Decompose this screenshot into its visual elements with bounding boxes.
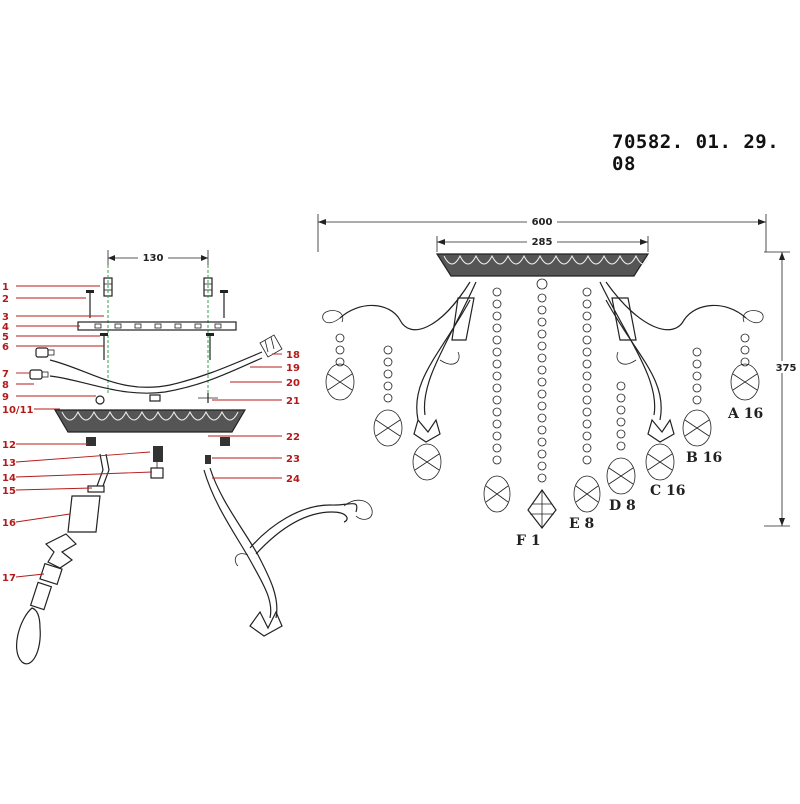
dimension-600: 600 (532, 217, 553, 228)
part-label-23: 23 (286, 454, 300, 465)
mount-spacing-dimension: 130 (107, 250, 209, 266)
strand-e-right (573, 287, 601, 513)
part-label-6: 6 (2, 342, 9, 353)
crystal-label-a: A 16 (727, 406, 763, 422)
wall-anchors (103, 277, 213, 297)
part-label-16: 16 (2, 518, 16, 529)
mounting-bar (77, 321, 237, 331)
callout-leaders (15, 285, 282, 578)
total-width-dimension: 600 (317, 214, 767, 252)
dimension-375: 375 (776, 363, 797, 374)
crystal-label-f: F 1 (516, 533, 541, 549)
strand-a-left (325, 333, 355, 401)
crystal-label-b: B 16 (686, 450, 722, 466)
height-dimension: 375 (764, 251, 798, 527)
canopy-base (435, 253, 650, 277)
part-label-7: 7 (2, 369, 9, 380)
exploded-view: 130 (2, 250, 373, 665)
part-label-19: 19 (286, 363, 300, 374)
strand-c-left (412, 443, 442, 481)
part-label-8: 8 (2, 380, 9, 391)
wire-connectors (29, 347, 55, 380)
canopy-base-exploded (53, 409, 247, 446)
part-label-20: 20 (286, 378, 300, 389)
strand-d-left (483, 287, 511, 513)
part-label-4: 4 (2, 322, 9, 333)
wiring (49, 334, 283, 394)
strand-b-left (373, 345, 403, 447)
part-label-15: 15 (2, 486, 16, 497)
strand-d-right (606, 381, 636, 495)
crystal-label-c: C 16 (650, 483, 686, 499)
right-arm (599, 281, 764, 443)
canopy-width-dimension: 285 (436, 235, 649, 252)
part-label-24: 24 (286, 474, 300, 485)
part-label-2: 2 (2, 294, 9, 305)
model-number: 70582. 01. 29. 08 (612, 131, 780, 175)
part-label-3: 3 (2, 312, 9, 323)
part-label-5: 5 (2, 332, 9, 343)
strand-f-center (527, 278, 557, 529)
crystal-strands (325, 278, 760, 529)
crystal-labels: A 16 B 16 C 16 D 8 E 8 F 1 (516, 406, 763, 549)
part-label-1: 1 (2, 282, 9, 293)
left-arm (322, 281, 477, 443)
part-callouts: 1 2 3 4 5 6 7 8 9 10/11 12 13 14 15 16 1… (2, 282, 300, 584)
dimension-130: 130 (143, 253, 164, 264)
candle-arm (203, 467, 373, 637)
wood-screws (86, 290, 228, 318)
part-label-9: 9 (2, 392, 9, 403)
part-label-10-11: 10/11 (2, 405, 34, 416)
strand-c-right (645, 443, 675, 481)
part-label-13: 13 (2, 458, 16, 469)
part-label-17: 17 (2, 573, 16, 584)
crystal-label-e: E 8 (569, 516, 594, 532)
strand-a-right (730, 333, 760, 401)
dimension-285: 285 (532, 237, 553, 248)
part-label-12: 12 (2, 440, 16, 451)
part-label-18: 18 (286, 350, 300, 361)
assembled-view: 600 285 375 (317, 214, 798, 549)
part-label-14: 14 (2, 473, 16, 484)
part-label-21: 21 (286, 396, 300, 407)
crystal-label-d: D 8 (609, 498, 636, 514)
lamp-socket-assembly (15, 453, 110, 665)
part-label-22: 22 (286, 432, 300, 443)
strand-b-right (682, 347, 712, 447)
